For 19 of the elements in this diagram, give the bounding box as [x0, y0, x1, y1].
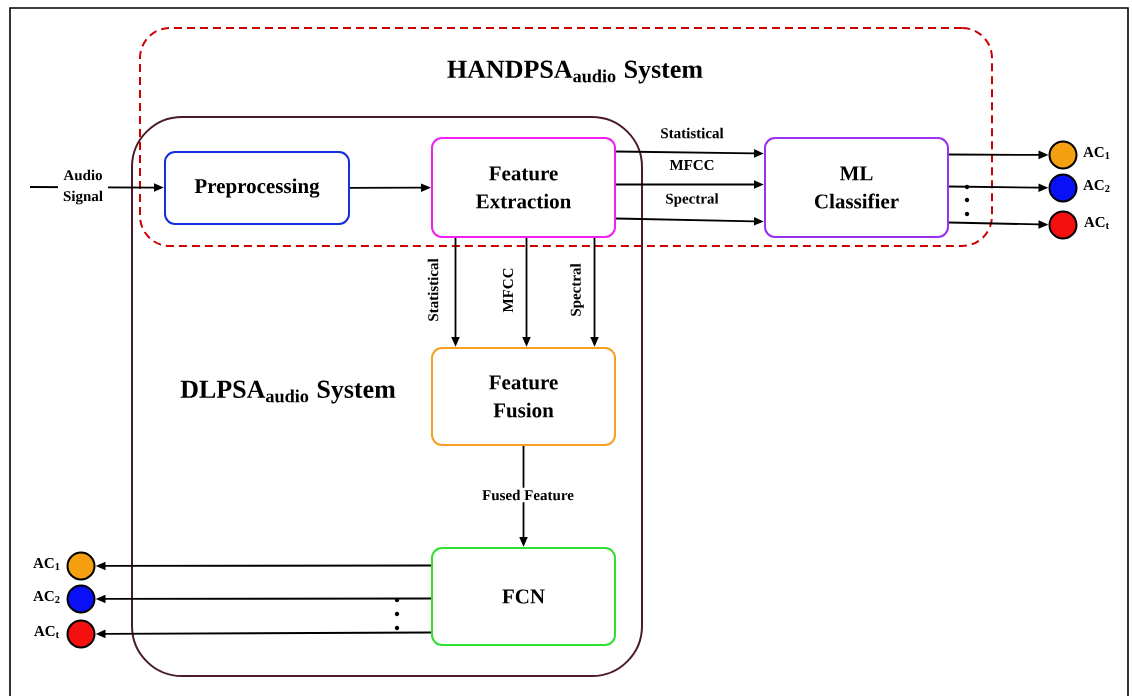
class-label: AC$_{2}$ — [1083, 180, 1110, 193]
edge-label: Statistical — [427, 258, 439, 321]
edge-label: MFCC — [503, 268, 514, 313]
class-label: AC$_{t}$ — [34, 626, 60, 638]
process-box: ML Classifier — [764, 137, 949, 238]
edge-label: Spectral — [570, 263, 584, 316]
class-label: AC$_{1}$ — [33, 558, 60, 570]
class-label: AC$_{1}$ — [1083, 147, 1110, 159]
process-box: Feature Fusion — [431, 347, 616, 446]
class-label: AC$_{t}$ — [1084, 217, 1110, 229]
edge-label: Audio Signal — [58, 168, 108, 206]
process-box: Feature Extraction — [431, 137, 616, 238]
process-box: FCN — [431, 547, 616, 646]
class-label: AC$_{2}$ — [33, 591, 60, 604]
edge-label: Statistical — [661, 127, 724, 139]
edge-label: Spectral — [666, 193, 719, 207]
edge-label: MFCC — [669, 160, 714, 171]
process-box: Preprocessing — [164, 151, 350, 225]
edge-label: Fused Feature — [480, 487, 576, 503]
